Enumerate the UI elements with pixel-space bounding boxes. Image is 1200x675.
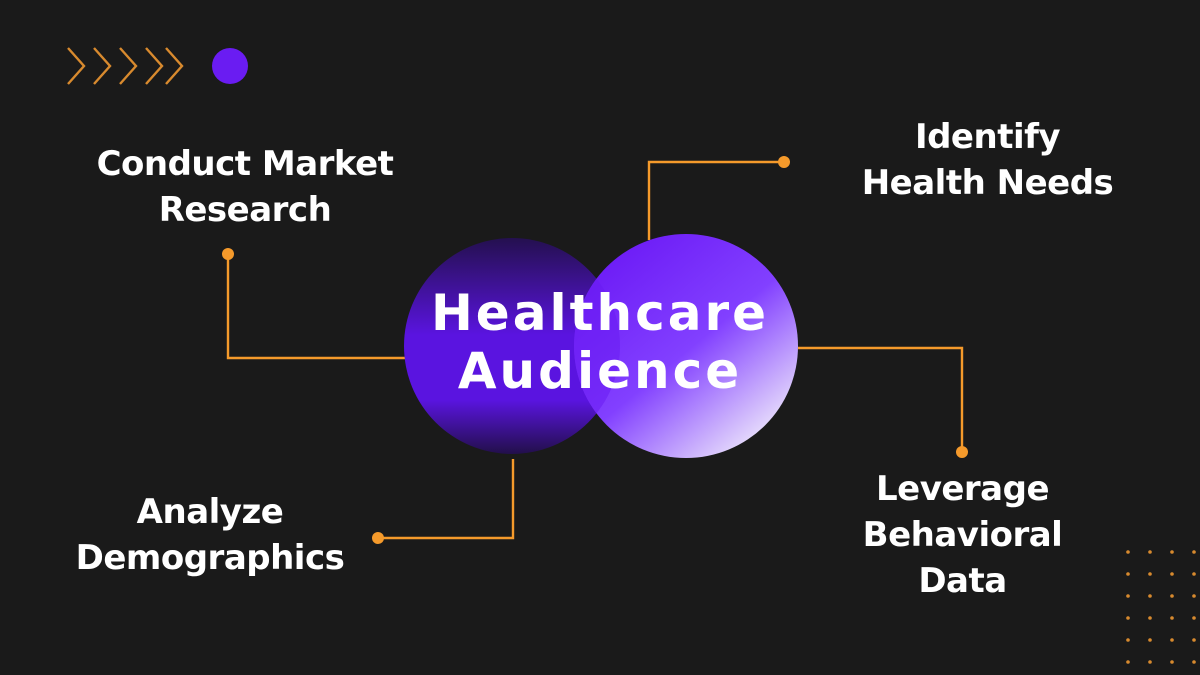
node-label-line: Conduct Market xyxy=(96,144,394,184)
dot-grid-dot xyxy=(1126,638,1130,642)
connector-dot-behav xyxy=(956,446,968,458)
dot-grid-dot xyxy=(1126,572,1130,576)
dot-grid-dot xyxy=(1126,594,1130,598)
node-label-line: Behavioral xyxy=(862,515,1063,555)
connector-dot-market xyxy=(222,248,234,260)
dot-grid-dot xyxy=(1170,660,1174,664)
node-conduct-market-research: Conduct Market Research xyxy=(80,141,410,233)
node-identify-health-needs: Identify Health Needs xyxy=(840,114,1135,206)
chevrons-right-icon xyxy=(67,47,184,85)
center-circle-left xyxy=(404,238,620,454)
dot-grid-dot xyxy=(1192,550,1196,554)
dot-grid-dot xyxy=(1192,638,1196,642)
chevron-3 xyxy=(119,47,138,85)
dot-grid-dot xyxy=(1192,616,1196,620)
connector-dot-demo xyxy=(372,532,384,544)
chevron-4 xyxy=(145,47,164,85)
dot-grid-dot xyxy=(1126,616,1130,620)
dot-grid-dot xyxy=(1192,594,1196,598)
dot-grid-dot xyxy=(1192,572,1196,576)
node-label-line: Analyze xyxy=(136,492,284,532)
connector-dot-health xyxy=(778,156,790,168)
center-title-line2: Audience xyxy=(457,342,743,400)
dot-grid-dot xyxy=(1148,572,1152,576)
dot-grid-dot xyxy=(1170,572,1174,576)
node-label-line: Leverage xyxy=(875,469,1050,509)
dot-grid-dot xyxy=(1192,660,1196,664)
dot-grid-dot xyxy=(1170,594,1174,598)
node-label-line: Data xyxy=(918,561,1007,601)
dot-grid-dot xyxy=(1148,660,1152,664)
center-title-line1: Healthcare xyxy=(430,284,770,342)
node-leverage-behavioral-data: Leverage Behavioral Data xyxy=(845,466,1080,604)
node-analyze-demographics: Analyze Demographics xyxy=(60,489,360,581)
connectors xyxy=(226,160,964,540)
node-label-line: Identify xyxy=(914,117,1061,157)
node-label-line: Research xyxy=(158,190,332,230)
dot-grid-dot xyxy=(1126,660,1130,664)
chevron-2 xyxy=(93,47,112,85)
connector-demo xyxy=(378,459,515,540)
center-title: Healthcare Audience xyxy=(400,284,800,400)
center-circle-right xyxy=(574,234,798,458)
dot-grid-dot xyxy=(1170,638,1174,642)
connector-behav xyxy=(798,346,964,452)
connector-dots xyxy=(222,156,968,544)
dot-grid-dot xyxy=(1126,550,1130,554)
dot-grid-dot xyxy=(1148,638,1152,642)
chevron-5 xyxy=(165,47,184,85)
dot-grid-dot xyxy=(1170,550,1174,554)
connector-market xyxy=(226,254,405,360)
dot-grid-dot xyxy=(1148,616,1152,620)
accent-dot xyxy=(212,48,248,84)
dot-grid-dot xyxy=(1148,550,1152,554)
node-label-line: Health Needs xyxy=(861,163,1114,203)
connector-health xyxy=(647,160,784,240)
chevron-1 xyxy=(67,47,86,85)
node-label-line: Demographics xyxy=(75,538,345,578)
dot-grid-icon xyxy=(1126,550,1196,664)
dot-grid-dot xyxy=(1170,616,1174,620)
dot-grid-dot xyxy=(1148,594,1152,598)
